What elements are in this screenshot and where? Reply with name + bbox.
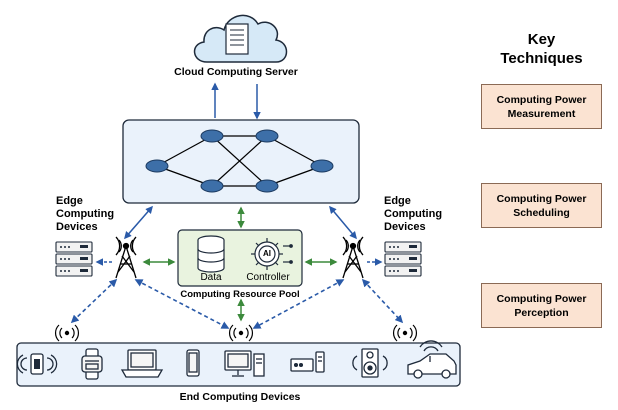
car-icon — [407, 340, 457, 379]
key-techniques-title-line1: Key — [527, 31, 556, 48]
router-icon — [145, 129, 334, 193]
technique-measurement-line1: Computing Power — [496, 93, 587, 106]
cloud-label: Cloud Computing Server — [174, 66, 298, 78]
edge-right-label: Edge Computing Devices — [384, 195, 442, 234]
edge-right-line2: Computing — [384, 208, 443, 220]
edge-server-right-icon — [384, 241, 422, 277]
wearable-sensor-icon — [16, 353, 58, 375]
cloud-icon — [193, 14, 288, 63]
smartwatch-icon — [81, 348, 103, 380]
edge-left-line3: Devices — [56, 221, 98, 233]
cell-tower-right-icon — [342, 236, 364, 279]
edge-left-label: Edge Computing Devices — [56, 195, 114, 234]
technique-perception-line2: Perception — [514, 306, 569, 319]
laptop-icon — [120, 349, 164, 378]
desktop-pc-icon — [224, 350, 265, 377]
network-edge-right-arrow — [329, 205, 357, 240]
speaker-icon — [352, 348, 388, 378]
key-techniques-title-line2: Techniques — [500, 50, 583, 67]
edge-right-line1: Edge — [384, 195, 411, 207]
database-icon — [197, 235, 225, 273]
technique-perception-box: Computing Power Perception — [481, 283, 602, 328]
ai-chip-icon — [251, 238, 293, 270]
pool-ai-label: AI — [263, 249, 271, 258]
end-devices-label: End Computing Devices — [179, 391, 301, 403]
technique-measurement-box: Computing Power Measurement — [481, 84, 602, 129]
pool-data-label: Data — [200, 272, 222, 283]
pool-controller-label: Controller — [246, 272, 290, 283]
smartphone-icon — [186, 349, 200, 377]
pool-caption: Computing Resource Pool — [180, 289, 300, 300]
cell-tower-left-icon — [115, 236, 137, 279]
technique-perception-line1: Computing Power — [496, 292, 587, 305]
edge-right-line3: Devices — [384, 221, 426, 233]
network-core-box — [122, 119, 360, 204]
network-edge-left-arrow — [124, 205, 153, 240]
technique-scheduling-line2: Scheduling — [513, 206, 570, 219]
technique-scheduling-box: Computing Power Scheduling — [481, 183, 602, 228]
set-top-box-icon — [290, 351, 325, 373]
edge-left-line1: Edge — [56, 195, 83, 207]
technique-measurement-line2: Measurement — [507, 107, 576, 120]
wifi-signal-icon — [55, 324, 417, 342]
key-techniques-title: Key Techniques — [481, 30, 602, 68]
wireless-links — [70, 278, 404, 329]
edge-left-line2: Computing — [56, 208, 115, 220]
edge-server-left-icon — [55, 241, 93, 277]
technique-scheduling-line1: Computing Power — [496, 192, 587, 205]
